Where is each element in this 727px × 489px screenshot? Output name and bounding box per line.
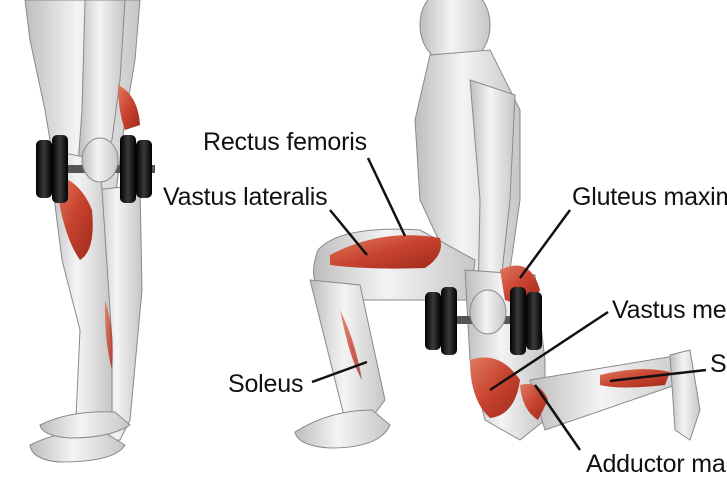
leader-lines: [311, 157, 707, 451]
standing-plate-1: [36, 140, 52, 198]
leader-vastus-lateralis: [329, 209, 368, 256]
leader-soleus-right: [609, 368, 707, 383]
lunge-back-shin: [529, 354, 691, 431]
standing-plate-3: [120, 135, 136, 203]
leader-soleus-left: [311, 360, 368, 384]
standing-hand: [81, 137, 119, 183]
label-gluteus-maximus: Gluteus maxim: [572, 183, 727, 211]
lunge-hand: [469, 289, 507, 335]
soleus-front-muscle: [340, 310, 362, 380]
standing-plate-4: [136, 140, 152, 198]
standing-foot-back: [39, 411, 131, 439]
lunging-figure: [294, 0, 701, 449]
leader-rectus-femoris: [366, 157, 407, 237]
label-rectus-femoris: Rectus femoris: [203, 128, 367, 156]
lunge-plate-2: [441, 287, 457, 355]
label-soleus-left: Soleus: [228, 370, 304, 398]
lunge-plate-4: [526, 292, 542, 350]
lunge-front-foot: [294, 409, 391, 449]
lunge-front-shin: [309, 279, 386, 421]
leader-gluteus-maximus: [518, 209, 572, 279]
label-adductor-magnus: Adductor ma: [586, 450, 726, 478]
leader-adductor-magnus: [533, 384, 582, 451]
leader-vastus-medialis: [489, 310, 609, 392]
label-vastus-medialis: Vastus me: [612, 296, 727, 324]
lunge-back-foot: [669, 349, 701, 441]
label-vastus-lateralis: Vastus lateralis: [163, 183, 328, 211]
standing-figure: [24, 0, 155, 463]
lunge-plate-1: [425, 292, 441, 350]
standing-calf-muscle: [104, 300, 113, 370]
lunge-plate-3: [510, 287, 526, 355]
standing-plate-2: [52, 135, 68, 203]
standing-glute-muscle: [118, 85, 140, 130]
label-soleus-right: S: [710, 350, 727, 378]
